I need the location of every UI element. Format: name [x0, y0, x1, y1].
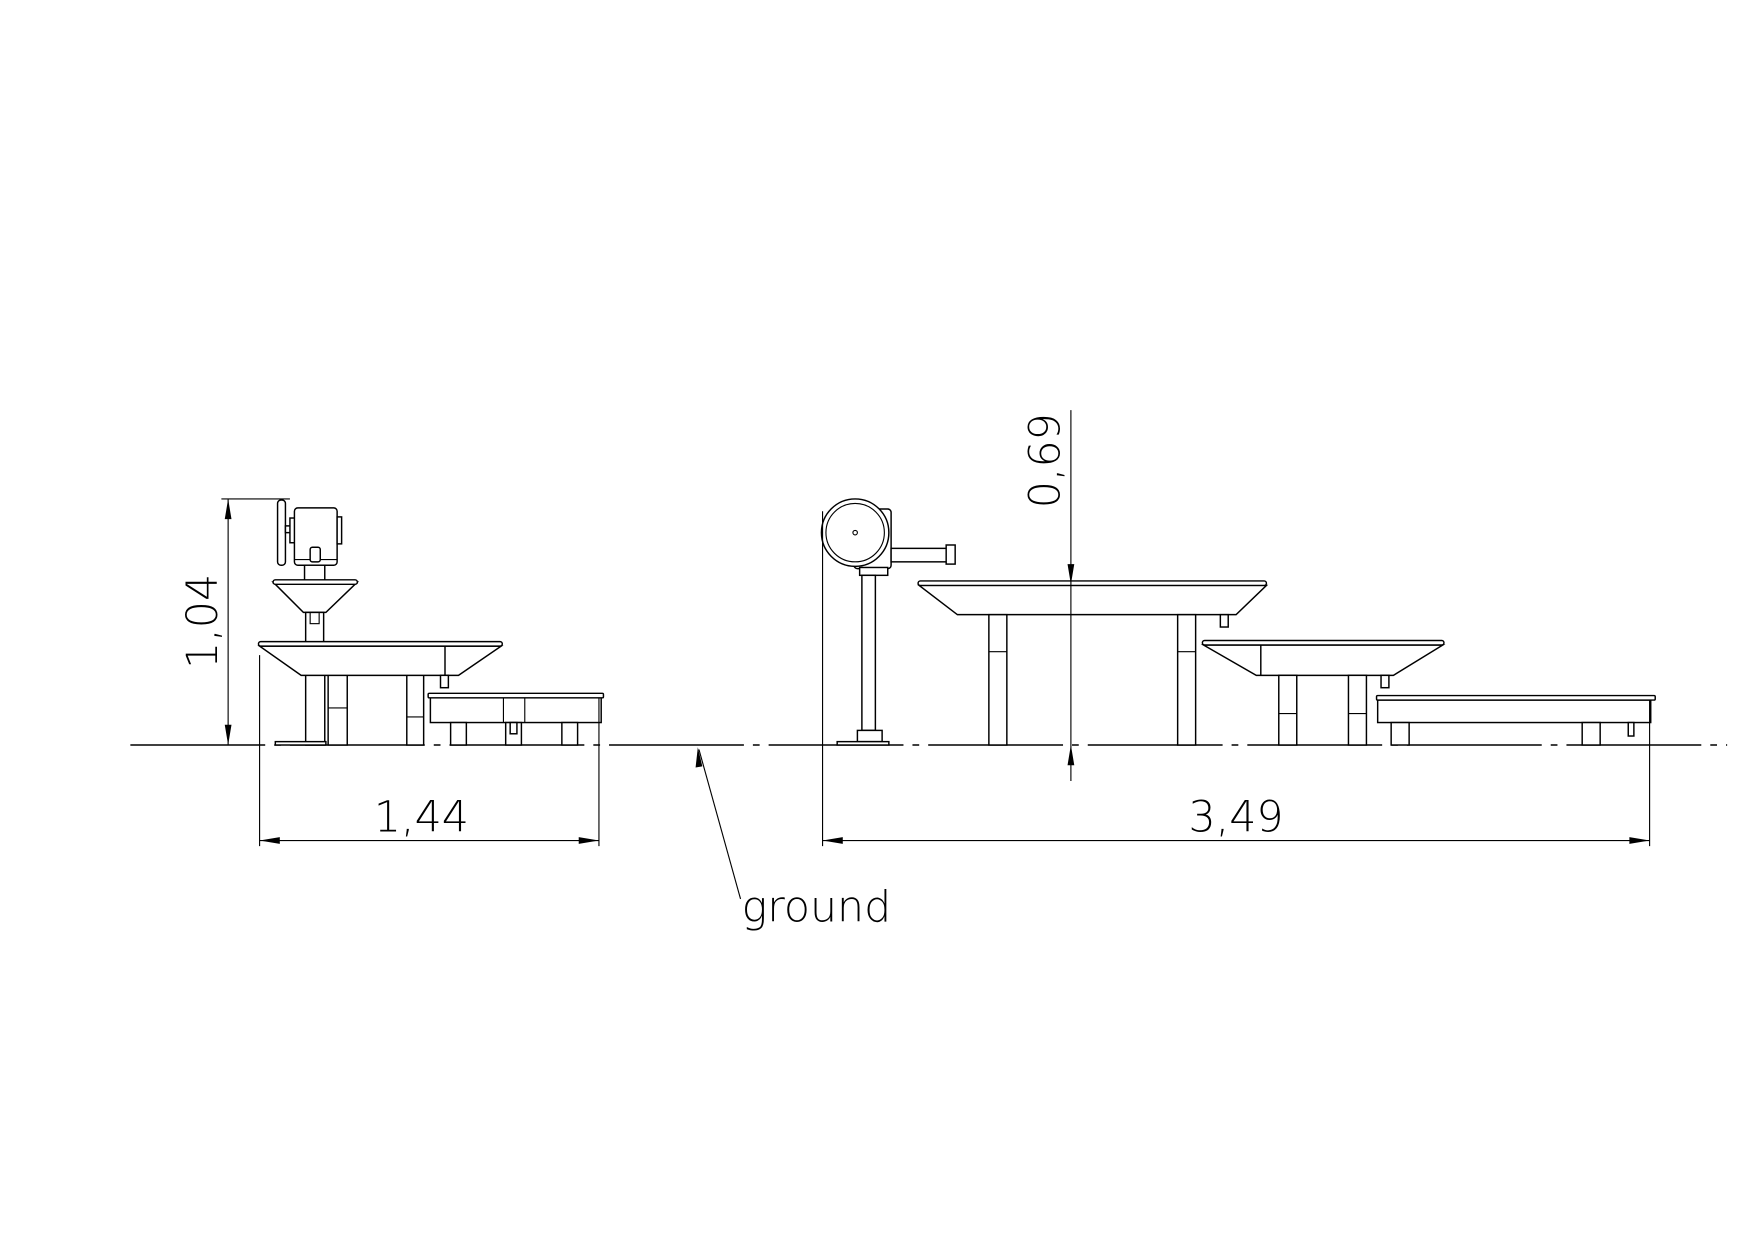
dimension-width-right: 3,49 [1189, 793, 1284, 843]
pump-wheel [820, 498, 890, 568]
upper-basin [257, 645, 504, 677]
lower-tray [1376, 699, 1652, 724]
middle-basin [1200, 644, 1446, 677]
ground-callout: ground [695, 747, 892, 932]
dimension-basin-height: 0,69 [1021, 413, 1071, 508]
pump-spout [890, 547, 949, 563]
left-side-view: 1,04 1,44 [178, 498, 605, 847]
ground-label: ground [742, 882, 892, 932]
dimension-width-left: 1,44 [374, 793, 469, 843]
dimension-height-left: 1,04 [178, 574, 228, 669]
pump-post [861, 574, 877, 732]
handwheel [276, 499, 287, 566]
small-funnel [271, 581, 360, 614]
right-side-view: 0,69 3,49 [820, 410, 1656, 847]
pump-spout [309, 546, 322, 563]
upper-basin [917, 584, 1269, 616]
lower-tray [429, 697, 602, 724]
